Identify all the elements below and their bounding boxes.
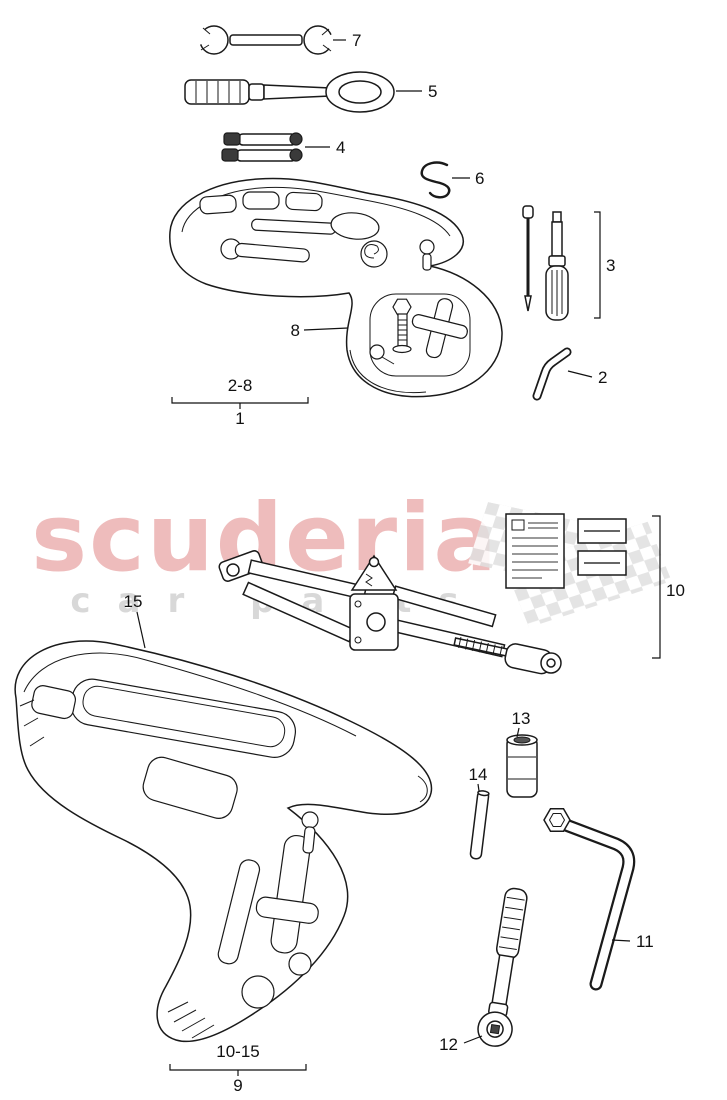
callout-3: 3: [606, 256, 615, 275]
callout-13: 13: [512, 709, 531, 728]
leader-13: [516, 727, 520, 738]
hose-clamps: [221, 132, 303, 162]
allen-key: [532, 347, 572, 401]
callout-5: 5: [428, 82, 437, 101]
open-end-wrench: [189, 25, 345, 55]
screwdrivers: [522, 205, 569, 321]
bracket-bottom-range: 10-15: [216, 1042, 259, 1061]
callout-12: 12: [439, 1035, 458, 1054]
callout-7: 7: [352, 31, 361, 50]
scissor-jack: [218, 550, 562, 675]
tow-hook: [184, 71, 395, 113]
bracket-10: [652, 515, 661, 659]
callout-6: 6: [475, 169, 484, 188]
tool-tray-top: [169, 177, 503, 398]
bracket-top-group: 1: [235, 409, 244, 428]
callout-11: 11: [636, 932, 654, 951]
leader-12: [463, 1035, 483, 1044]
group-bracket-bottom: [169, 1064, 307, 1076]
callout-2: 2: [598, 368, 607, 387]
leader-2: [567, 370, 593, 378]
bracket-bottom-group: 9: [233, 1076, 242, 1095]
wheel-socket: [506, 734, 538, 798]
spring-clip: [420, 161, 451, 199]
document-icon: [505, 513, 565, 589]
leader-14: [477, 783, 480, 792]
leader-15: [136, 611, 146, 649]
leader-11: [611, 939, 631, 942]
bracket-top-range: 2-8: [228, 376, 253, 395]
callout-14: 14: [469, 765, 488, 784]
callout-15: 15: [124, 592, 143, 611]
group-bracket-top: [171, 397, 309, 409]
callout-10: 10: [666, 581, 685, 600]
label-icons: [577, 518, 627, 576]
drift-pin: [469, 790, 490, 860]
callout-8: 8: [291, 321, 300, 340]
lug-wrench: [543, 807, 636, 991]
torque-wrench: [477, 887, 528, 1047]
bracket-3: [594, 211, 601, 319]
leader-8: [303, 327, 349, 331]
callouts: 7 5 4 6 3 8 2 2-8 1 10 15 13 14 11 12 10…: [124, 31, 685, 1095]
callout-4: 4: [336, 138, 345, 157]
tool-tray-bottom: [14, 640, 433, 1043]
